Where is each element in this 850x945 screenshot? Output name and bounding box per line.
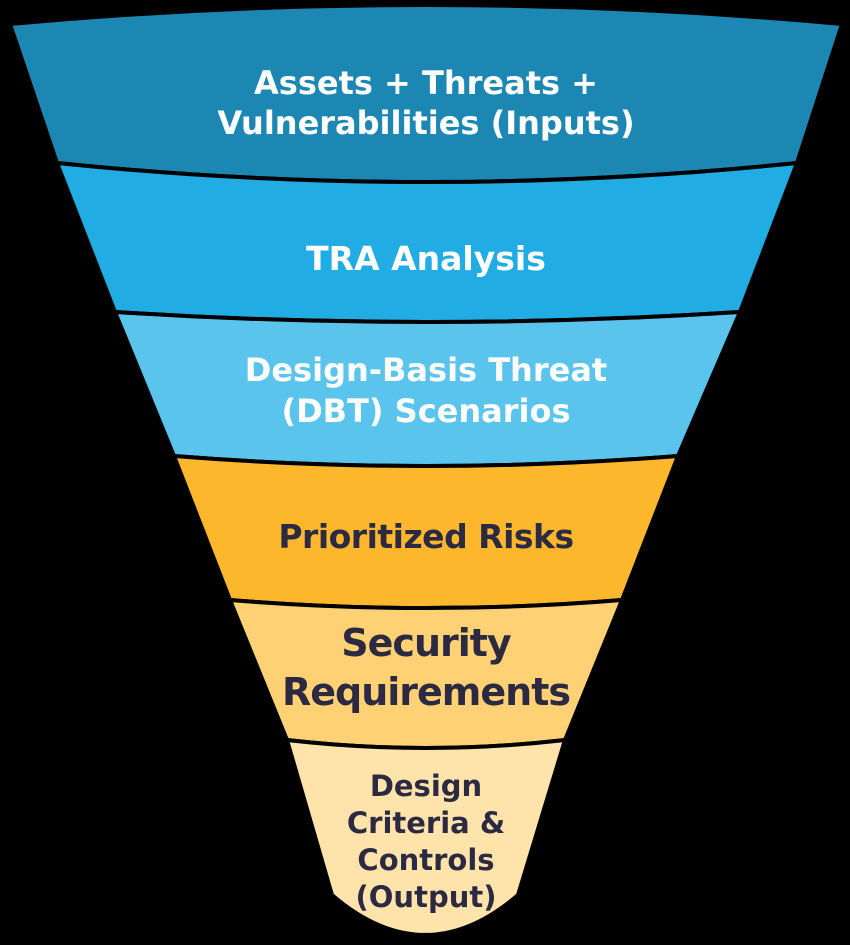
funnel-level-1-shape [8,3,844,184]
funnel-level-3-shape [113,310,742,468]
funnel-level-2-shape [55,161,799,324]
funnel-level-5-shape [228,598,624,750]
funnel-level-4-shape [172,454,680,610]
funnel-level-6-shape [285,738,567,937]
